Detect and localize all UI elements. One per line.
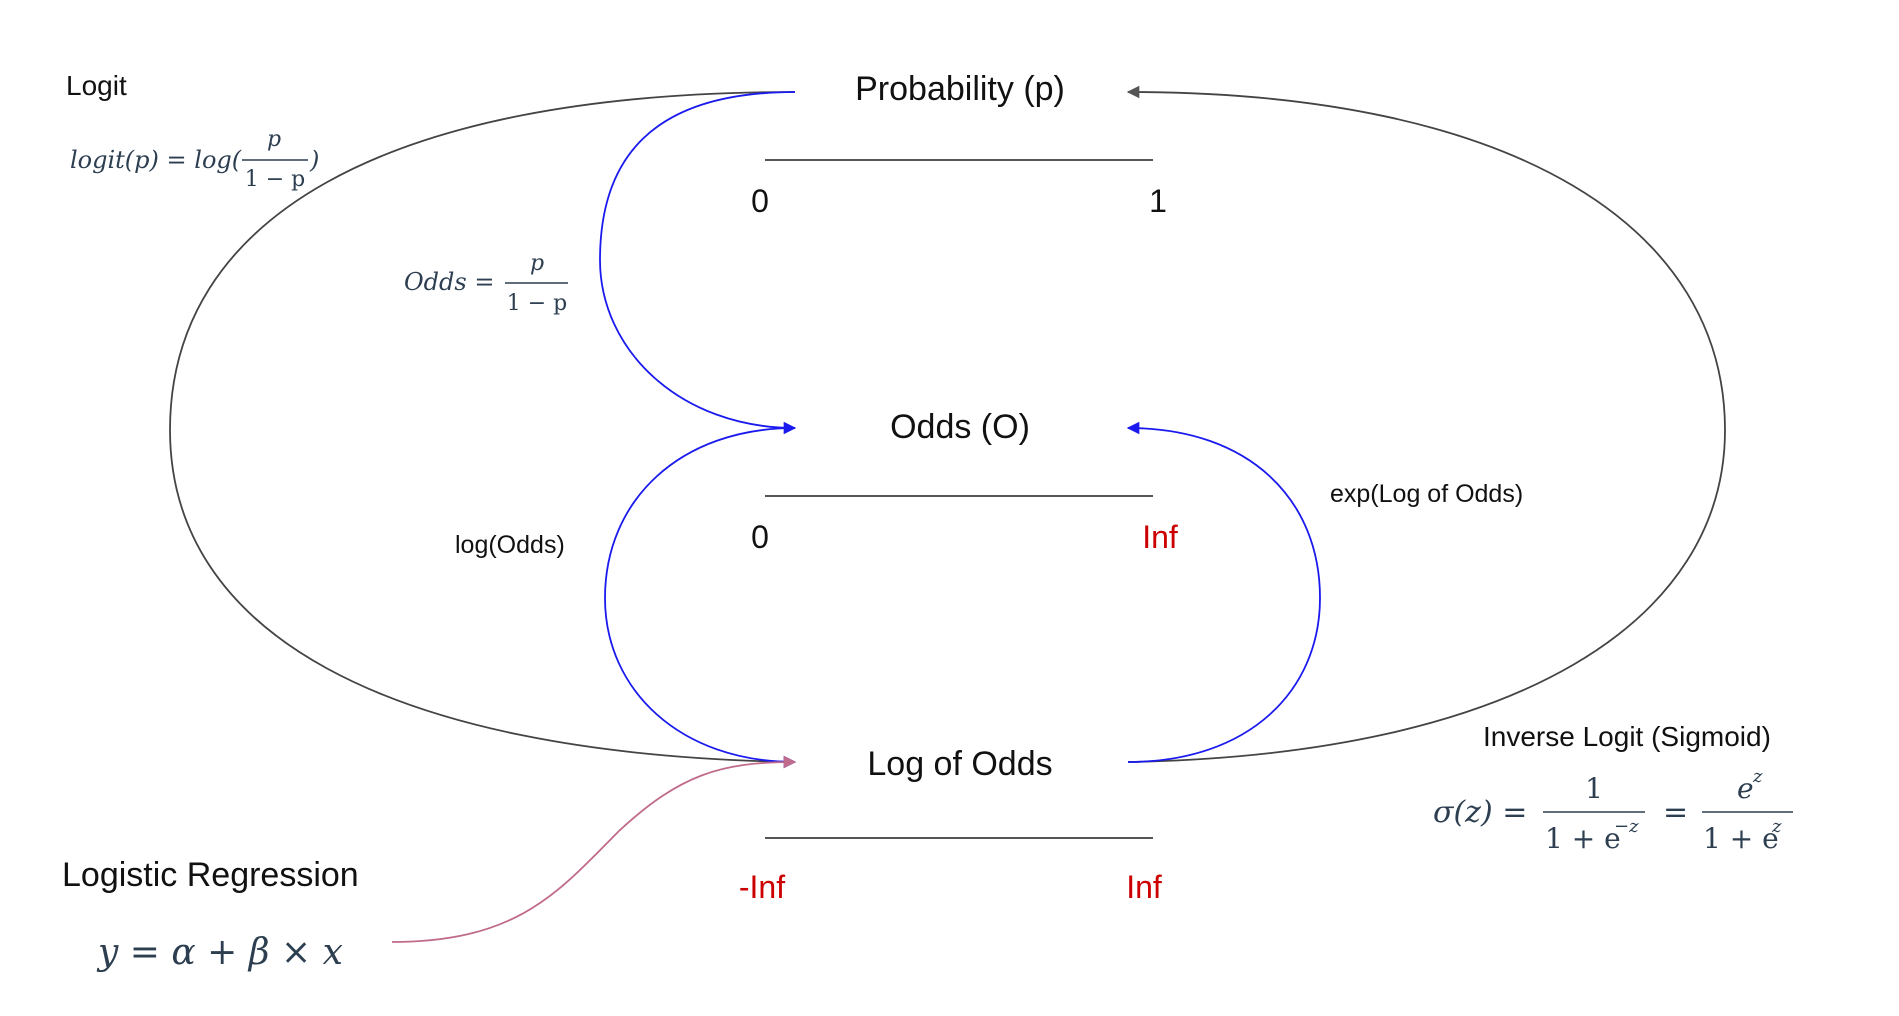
- odds-max: Inf: [1142, 519, 1178, 555]
- log-odds-edge-label: log(Odds): [455, 531, 565, 559]
- logit-formula-num: p: [267, 127, 281, 152]
- exp-edge-label: exp(Log of Odds): [1330, 480, 1523, 508]
- log-odds-node: Log of Odds -Inf Inf: [739, 745, 1162, 905]
- regression-formula: y = α + β × x: [96, 932, 343, 973]
- log-odds-min: -Inf: [739, 869, 785, 905]
- sigmoid-sup1: −z: [1614, 816, 1639, 837]
- sigmoid-sup2: z: [1752, 766, 1763, 787]
- odds-to-logodds-arrow: [604, 427, 797, 769]
- sigmoid-den2: 1 + e: [1703, 822, 1779, 855]
- log-odds-max: Inf: [1126, 869, 1162, 905]
- sigmoid-formula: σ(z) = 1 1 + e −z = e z 1 + e z: [1433, 766, 1793, 855]
- sigmoid-num2: e: [1737, 772, 1754, 805]
- logit-formula-den: 1 − p: [245, 167, 306, 192]
- logodds-to-odds-arrow: [1126, 421, 1321, 763]
- odds-formula: Odds = p 1 − p: [404, 251, 568, 316]
- sigmoid-arc: [1126, 85, 1726, 763]
- probability-title: Probability (p): [855, 70, 1065, 108]
- probability-max: 1: [1149, 183, 1167, 219]
- sigmoid-formula-lhs: σ(z) =: [1433, 795, 1527, 830]
- odds-node: Odds (O) 0 Inf: [751, 408, 1178, 555]
- logit-title: Logit: [66, 70, 127, 101]
- sigmoid-den1: 1 + e: [1545, 822, 1621, 855]
- logit-arc: [169, 91, 796, 763]
- log-odds-title: Log of Odds: [867, 745, 1052, 783]
- probability-node: Probability (p) 0 1: [751, 70, 1167, 219]
- odds-formula-den: 1 − p: [507, 291, 568, 316]
- logit-formula-close: ): [309, 146, 319, 174]
- odds-formula-num: p: [530, 251, 544, 276]
- odds-min: 0: [751, 519, 769, 555]
- sigmoid-title: Inverse Logit (Sigmoid): [1483, 721, 1771, 752]
- sigmoid-num1: 1: [1585, 772, 1603, 805]
- odds-title: Odds (O): [890, 408, 1030, 446]
- logit-formula-lhs: logit(p) = log(: [70, 146, 242, 174]
- regression-title: Logistic Regression: [62, 856, 359, 894]
- logit-formula: logit(p) = log( p 1 − p ): [70, 127, 319, 192]
- probability-min: 0: [751, 183, 769, 219]
- sigmoid-eq: =: [1663, 795, 1688, 830]
- odds-formula-lhs: Odds =: [404, 268, 494, 296]
- prob-to-odds-arrow: [599, 91, 797, 435]
- regression-arrow: [391, 755, 797, 943]
- sigmoid-sup3: z: [1771, 816, 1782, 837]
